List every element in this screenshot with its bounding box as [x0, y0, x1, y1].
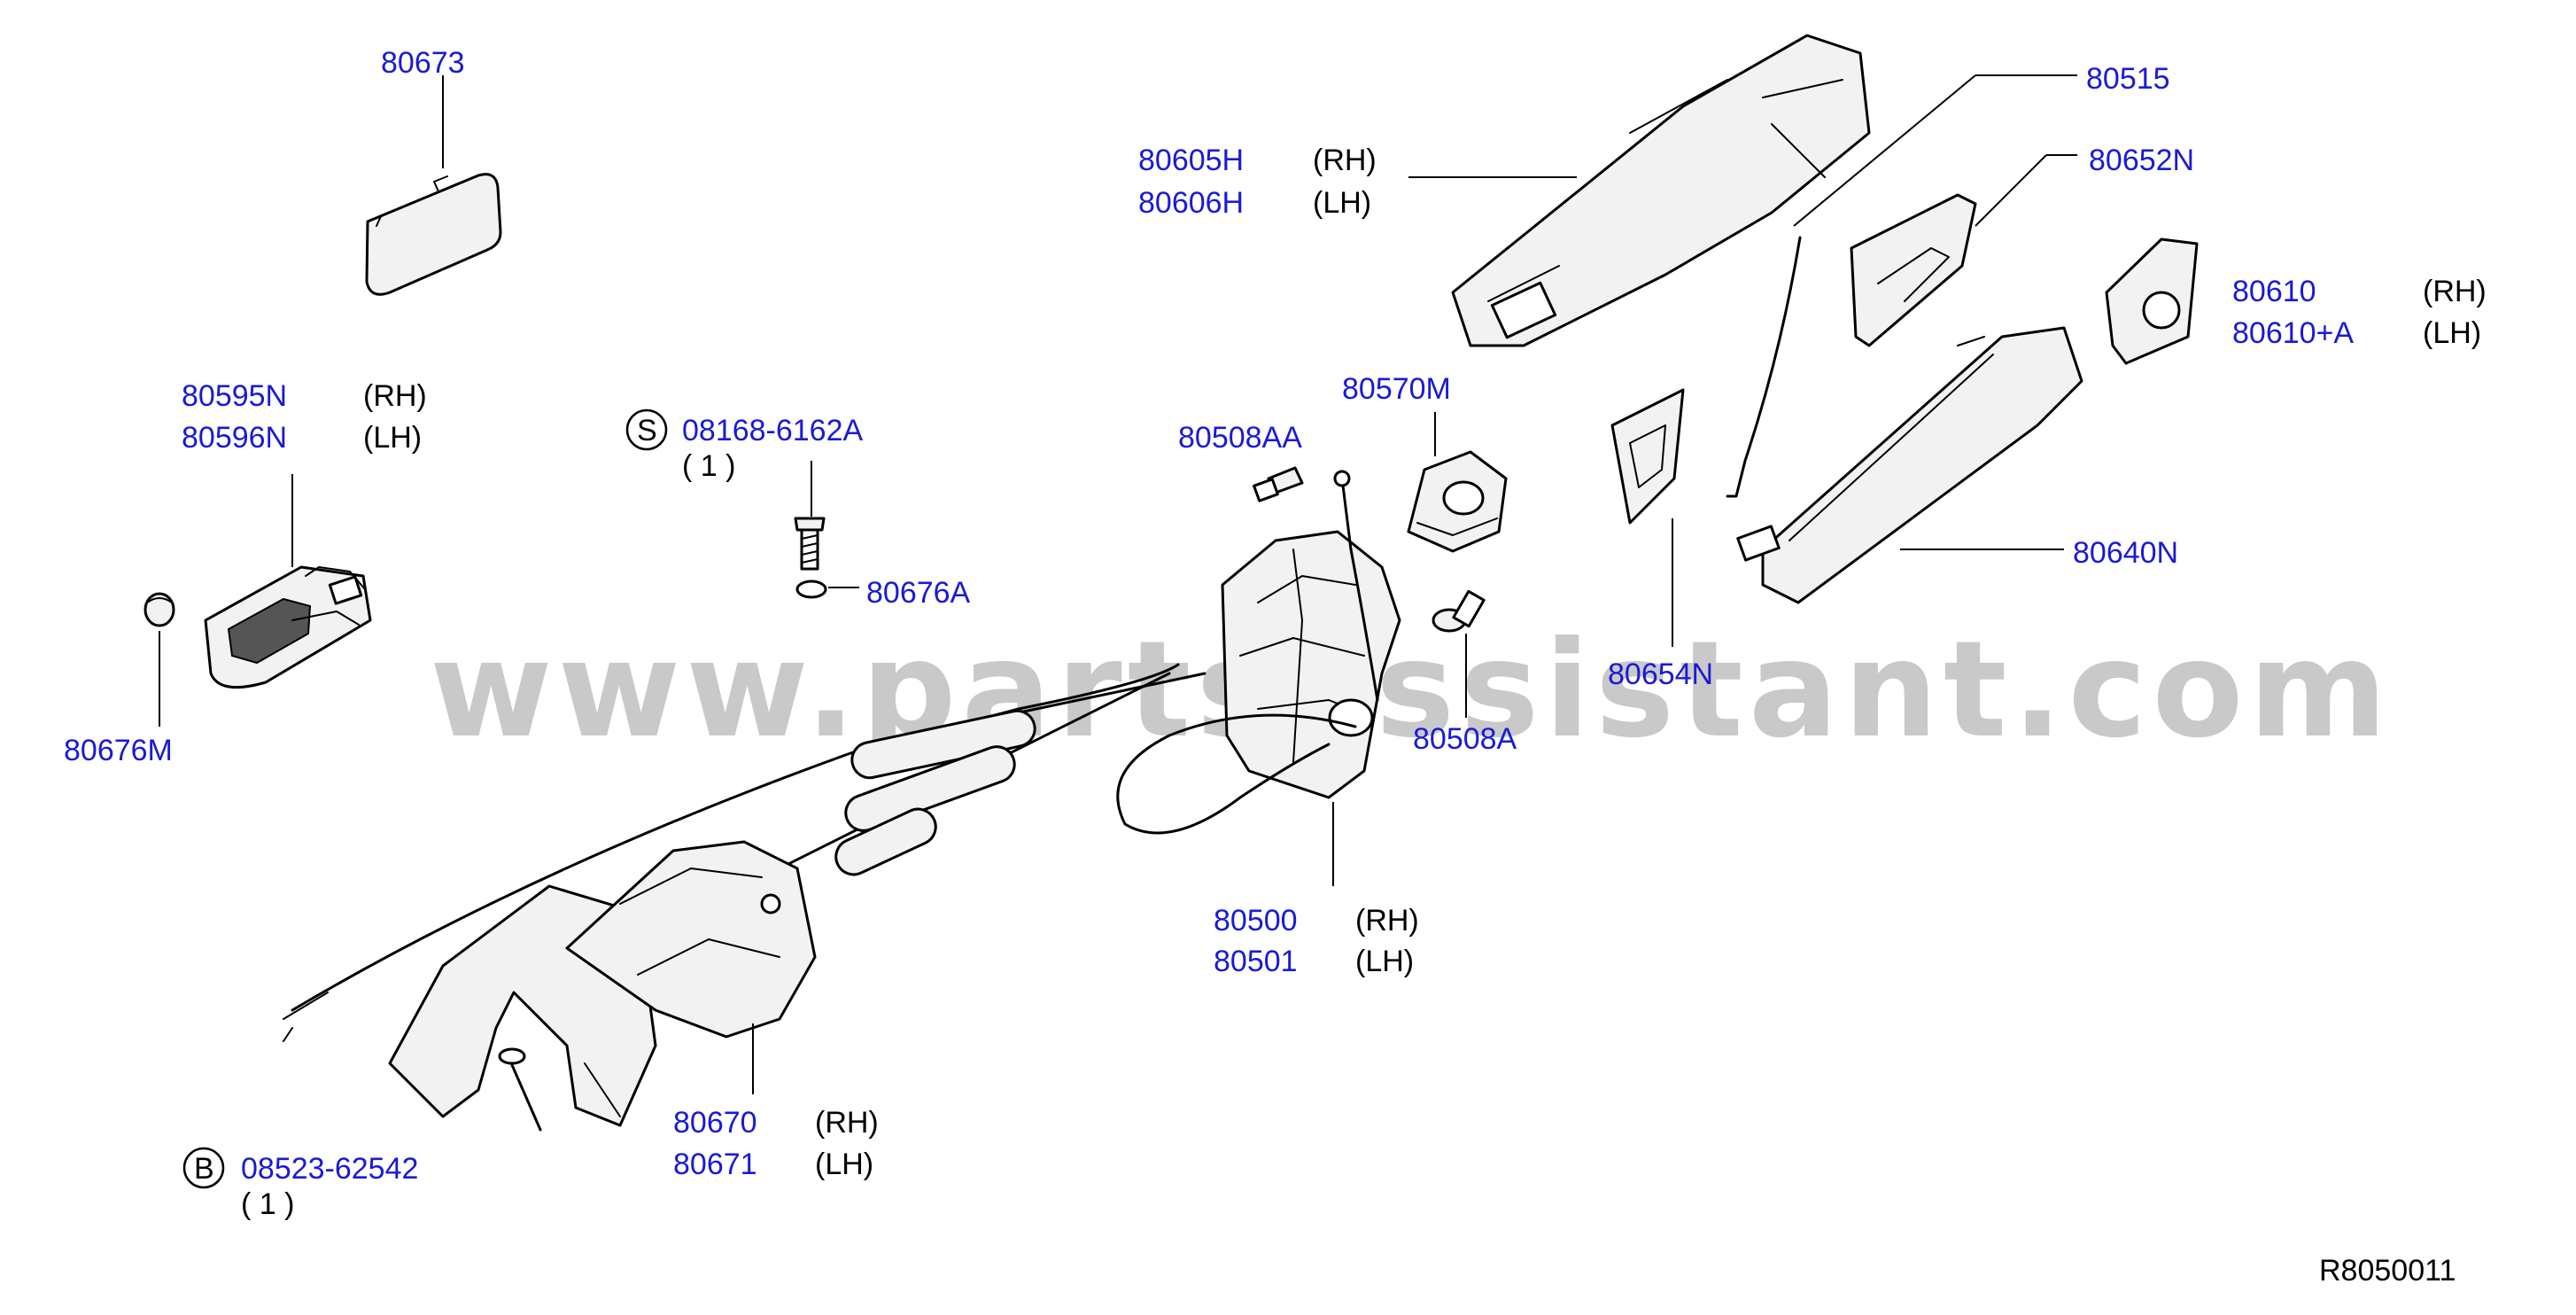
part-80652n-gasket-drawing	[1850, 193, 1977, 347]
leader-lines	[159, 74, 2077, 1094]
part-number: 08523-62542	[241, 1152, 418, 1186]
part-80500-door-lock-drawing	[1116, 470, 1401, 835]
part-80508a-screw-drawing	[1432, 589, 1486, 633]
quantity: ( 1 )	[241, 1187, 294, 1221]
side-rh: (RH)	[1313, 144, 1377, 177]
part-number-lh: 80596N	[182, 421, 287, 455]
callout-screw-08168: S 08168-6162A ( 1 )	[625, 409, 864, 483]
part-number-rh: 80595N	[182, 379, 287, 413]
callout-80670-80671: 80670 (RH) 80671 (LH)	[673, 1106, 879, 1181]
part-80570m-bracket-drawing	[1407, 450, 1508, 553]
part-number: 80673	[381, 46, 465, 80]
callout-80610: 80610 (RH) 80610+A (LH)	[2232, 275, 2487, 350]
part-number: 80515	[2086, 62, 2170, 96]
part-number-rh: 80500	[1214, 904, 1298, 938]
part-number-lh: 80501	[1214, 945, 1298, 978]
side-lh: (LH)	[363, 421, 422, 455]
symbol-circle	[625, 409, 668, 451]
callout-80570m: 80570M	[1342, 372, 1451, 406]
part-number-rh: 80605H	[1138, 144, 1244, 177]
watermark: www.partsassistant.com	[430, 613, 2393, 767]
part-80670-handle-bracket-drawing	[388, 840, 817, 1132]
callout-80676m: 80676M	[64, 734, 173, 767]
part-80595n-inside-handle-drawing	[204, 565, 372, 689]
symbol-letter: S	[637, 414, 657, 447]
part-number-lh: 80610+A	[2232, 316, 2354, 350]
side-lh: (LH)	[815, 1148, 873, 1181]
part-number: 80508A	[1413, 722, 1517, 756]
part-number-lh: 80606H	[1138, 186, 1244, 220]
part-number: 80676A	[866, 576, 971, 610]
reference-code: R8050011	[2319, 1254, 2456, 1288]
part-number: 80676M	[64, 734, 173, 767]
part-80676m-grommet-drawing	[144, 592, 175, 627]
callout-80654n: 80654N	[1608, 658, 1713, 691]
side-lh: (LH)	[1355, 945, 1414, 978]
part-number: 80652N	[2089, 144, 2194, 177]
callout-80508aa: 80508AA	[1178, 421, 1302, 455]
callout-80673: 80673	[381, 46, 465, 80]
side-lh: (LH)	[1313, 186, 1371, 220]
callout-80652n: 80652N	[2089, 144, 2194, 177]
side-rh: (RH)	[1355, 904, 1419, 938]
callout-bolt-08523: B 08523-62542 ( 1 )	[182, 1147, 418, 1221]
side-rh: (RH)	[815, 1106, 879, 1140]
part-number: 80508AA	[1178, 421, 1302, 455]
side-rh: (RH)	[2423, 275, 2487, 308]
part-80654n-gasket-drawing	[1610, 388, 1685, 525]
callout-80595n-80596n: 80595N (RH) 80596N (LH)	[182, 379, 427, 455]
callout-80508a: 80508A	[1413, 722, 1517, 756]
part-number-rh: 80670	[673, 1106, 757, 1140]
symbol-letter: B	[194, 1152, 214, 1186]
part-number-rh: 80610	[2232, 275, 2316, 308]
part-80515-rod-drawing	[1726, 236, 1802, 498]
quantity: ( 1 )	[682, 449, 735, 483]
callout-80676a: 80676A	[866, 576, 971, 610]
part-number-lh: 80671	[673, 1148, 757, 1181]
part-08168-screw-drawing	[794, 517, 827, 599]
part-number: 08168-6162A	[682, 414, 864, 447]
callout-80515: 80515	[2086, 62, 2170, 96]
side-lh: (LH)	[2423, 316, 2481, 350]
callout-80605h-80606h: 80605H (RH) 80606H (LH)	[1138, 144, 1377, 220]
part-number: 80640N	[2073, 536, 2178, 570]
part-number: 80654N	[1608, 658, 1713, 691]
callout-80500-80501: 80500 (RH) 80501 (LH)	[1214, 904, 1419, 978]
side-rh: (RH)	[363, 379, 427, 413]
part-80610-escutcheon-drawing	[2105, 237, 2199, 365]
part-80673-cap-drawing	[365, 173, 502, 296]
part-80508aa-screw-drawing	[1253, 466, 1304, 502]
part-number: 80570M	[1342, 372, 1451, 406]
part-80640n-outside-handle-drawing	[1736, 326, 2083, 604]
part-80605h-handle-frame-drawing	[1451, 34, 1871, 347]
cable-drawings	[283, 663, 1207, 1042]
symbol-circle	[182, 1147, 225, 1189]
callout-80640n: 80640N	[2073, 536, 2178, 570]
